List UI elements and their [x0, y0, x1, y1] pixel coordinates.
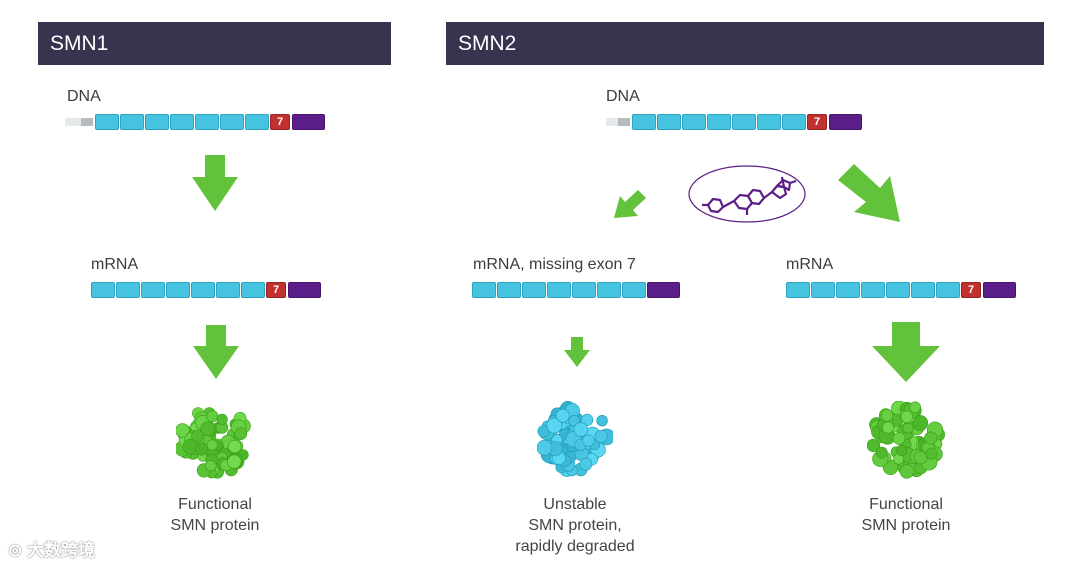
protein-sphere: [581, 413, 594, 426]
smn1-title: SMN1: [50, 32, 109, 55]
smn2-unstable-protein: [537, 401, 613, 477]
protein-sphere: [902, 422, 914, 434]
protein-sphere: [880, 409, 894, 422]
smn2-right-arrow-large: [872, 322, 940, 382]
smn2-dna-promoter: [606, 118, 630, 126]
protein-sphere: [176, 423, 190, 438]
smn1-dna-exon8: [292, 114, 325, 130]
protein-sphere: [912, 415, 929, 431]
protein-sphere: [555, 409, 570, 423]
smn2-left-arrow-small: [564, 337, 590, 367]
smn1-mrna-strand: 7: [91, 281, 321, 299]
protein-sphere: [579, 457, 593, 471]
protein-sphere: [191, 429, 204, 443]
protein-sphere: [568, 415, 580, 427]
smn2-dna-exon7: 7: [807, 114, 827, 130]
protein-sphere: [867, 438, 881, 453]
protein-sphere: [205, 459, 217, 472]
watermark-text: 大数跨境: [26, 541, 95, 560]
protein-sphere: [227, 439, 242, 454]
smn2-right-caption-line-2: SMN protein: [861, 517, 951, 534]
smn1-dna-promoter: [65, 118, 93, 126]
smn2-right-mrna-exon8: [983, 282, 1016, 298]
splicing-modifier-molecule-icon: [688, 165, 806, 223]
smn1-dna-strand: 7: [65, 113, 325, 131]
smn1-arrow-mrna-to-protein: [193, 325, 239, 379]
protein-sphere: [546, 417, 563, 434]
protein-sphere: [195, 442, 209, 456]
protein-sphere: [234, 427, 248, 441]
protein-sphere: [537, 439, 553, 456]
smn1-dna-label: DNA: [67, 88, 101, 105]
smn2-right-mrna-exon7: 7: [961, 282, 981, 298]
smn2-left-caption-line-2: SMN protein,: [528, 517, 622, 534]
protein-sphere: [909, 401, 922, 414]
smn2-left-mrna-label: mRNA, missing exon 7: [473, 256, 636, 273]
smn1-arrow-dna-to-mrna: [192, 155, 238, 211]
smn2-functional-protein: [867, 401, 945, 479]
protein-sphere: [925, 447, 938, 460]
smn2-arrow-minor-splicing: [614, 190, 646, 218]
protein-sphere: [892, 432, 906, 445]
protein-sphere: [875, 446, 888, 459]
smn1-header: SMN1: [38, 22, 391, 65]
protein-sphere: [573, 422, 588, 437]
smn1-functional-protein: [176, 407, 251, 479]
smn2-right-mrna-label: mRNA: [786, 256, 834, 273]
protein-sphere: [900, 410, 913, 423]
watermark-logo-icon: ⊚: [8, 541, 27, 560]
smn1-caption-line-2: SMN protein: [170, 517, 260, 534]
smn2-left-protein-caption: Unstable SMN protein, rapidly degraded: [500, 494, 650, 557]
protein-sphere: [200, 421, 216, 437]
smn1-mrna-label: mRNA: [91, 256, 139, 273]
protein-sphere: [227, 454, 242, 469]
smn2-right-mrna-strand: 7: [786, 281, 1016, 299]
protein-sphere: [596, 415, 608, 427]
protein-sphere: [896, 444, 908, 457]
smn2-left-caption-line-1: Unstable: [543, 496, 607, 513]
smn2-right-caption-line-1: Functional: [869, 496, 943, 513]
smn2-dna-label: DNA: [606, 88, 640, 105]
protein-sphere: [582, 434, 595, 447]
protein-sphere: [924, 431, 938, 445]
smn2-header: SMN2: [446, 22, 1044, 65]
smn1-caption-line-1: Functional: [178, 496, 252, 513]
smn1-protein-caption: Functional SMN protein: [140, 494, 290, 536]
smn2-dna-strand: 7: [606, 113, 862, 131]
smn2-left-caption-line-3: rapidly degraded: [515, 538, 635, 555]
smn2-left-mrna-strand: [472, 281, 680, 299]
smn1-mrna-exon7: 7: [266, 282, 286, 298]
smn2-arrow-main-splicing: [838, 164, 900, 222]
watermark: ⊚ 大数跨境: [8, 536, 95, 561]
smn2-left-mrna-exon8: [647, 282, 680, 298]
smn2-title: SMN2: [458, 32, 517, 55]
smn1-mrna-exon8: [288, 282, 321, 298]
protein-sphere: [216, 413, 228, 425]
protein-sphere: [899, 464, 914, 479]
smn2-dna-exon8: [829, 114, 862, 130]
protein-sphere: [206, 410, 219, 423]
smn1-dna-exon7: 7: [270, 114, 290, 130]
protein-sphere: [594, 429, 608, 443]
protein-sphere: [206, 439, 218, 451]
smn2-right-protein-caption: Functional SMN protein: [831, 494, 981, 536]
protein-sphere: [882, 421, 894, 434]
